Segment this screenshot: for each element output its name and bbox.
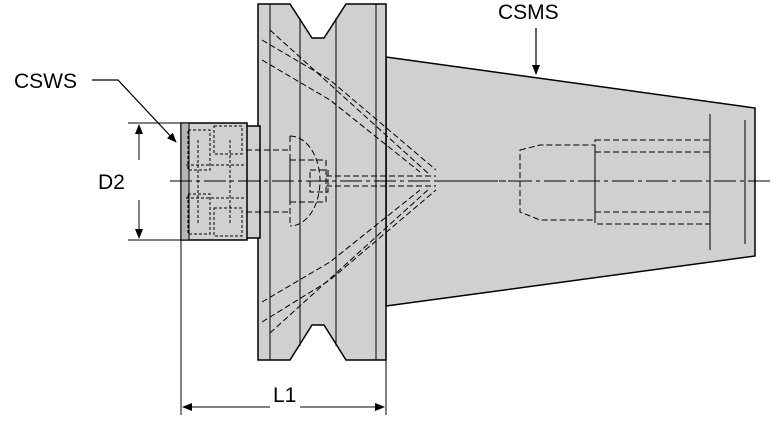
l1-label: L1: [273, 384, 296, 407]
d2-dimension: [128, 122, 181, 241]
l1-dimension: [180, 240, 387, 415]
csws-label: CSWS: [14, 70, 77, 93]
csms-label: CSMS: [498, 1, 559, 24]
flange: [257, 3, 387, 361]
csws-leader: [92, 79, 177, 143]
d2-label: D2: [98, 171, 125, 194]
